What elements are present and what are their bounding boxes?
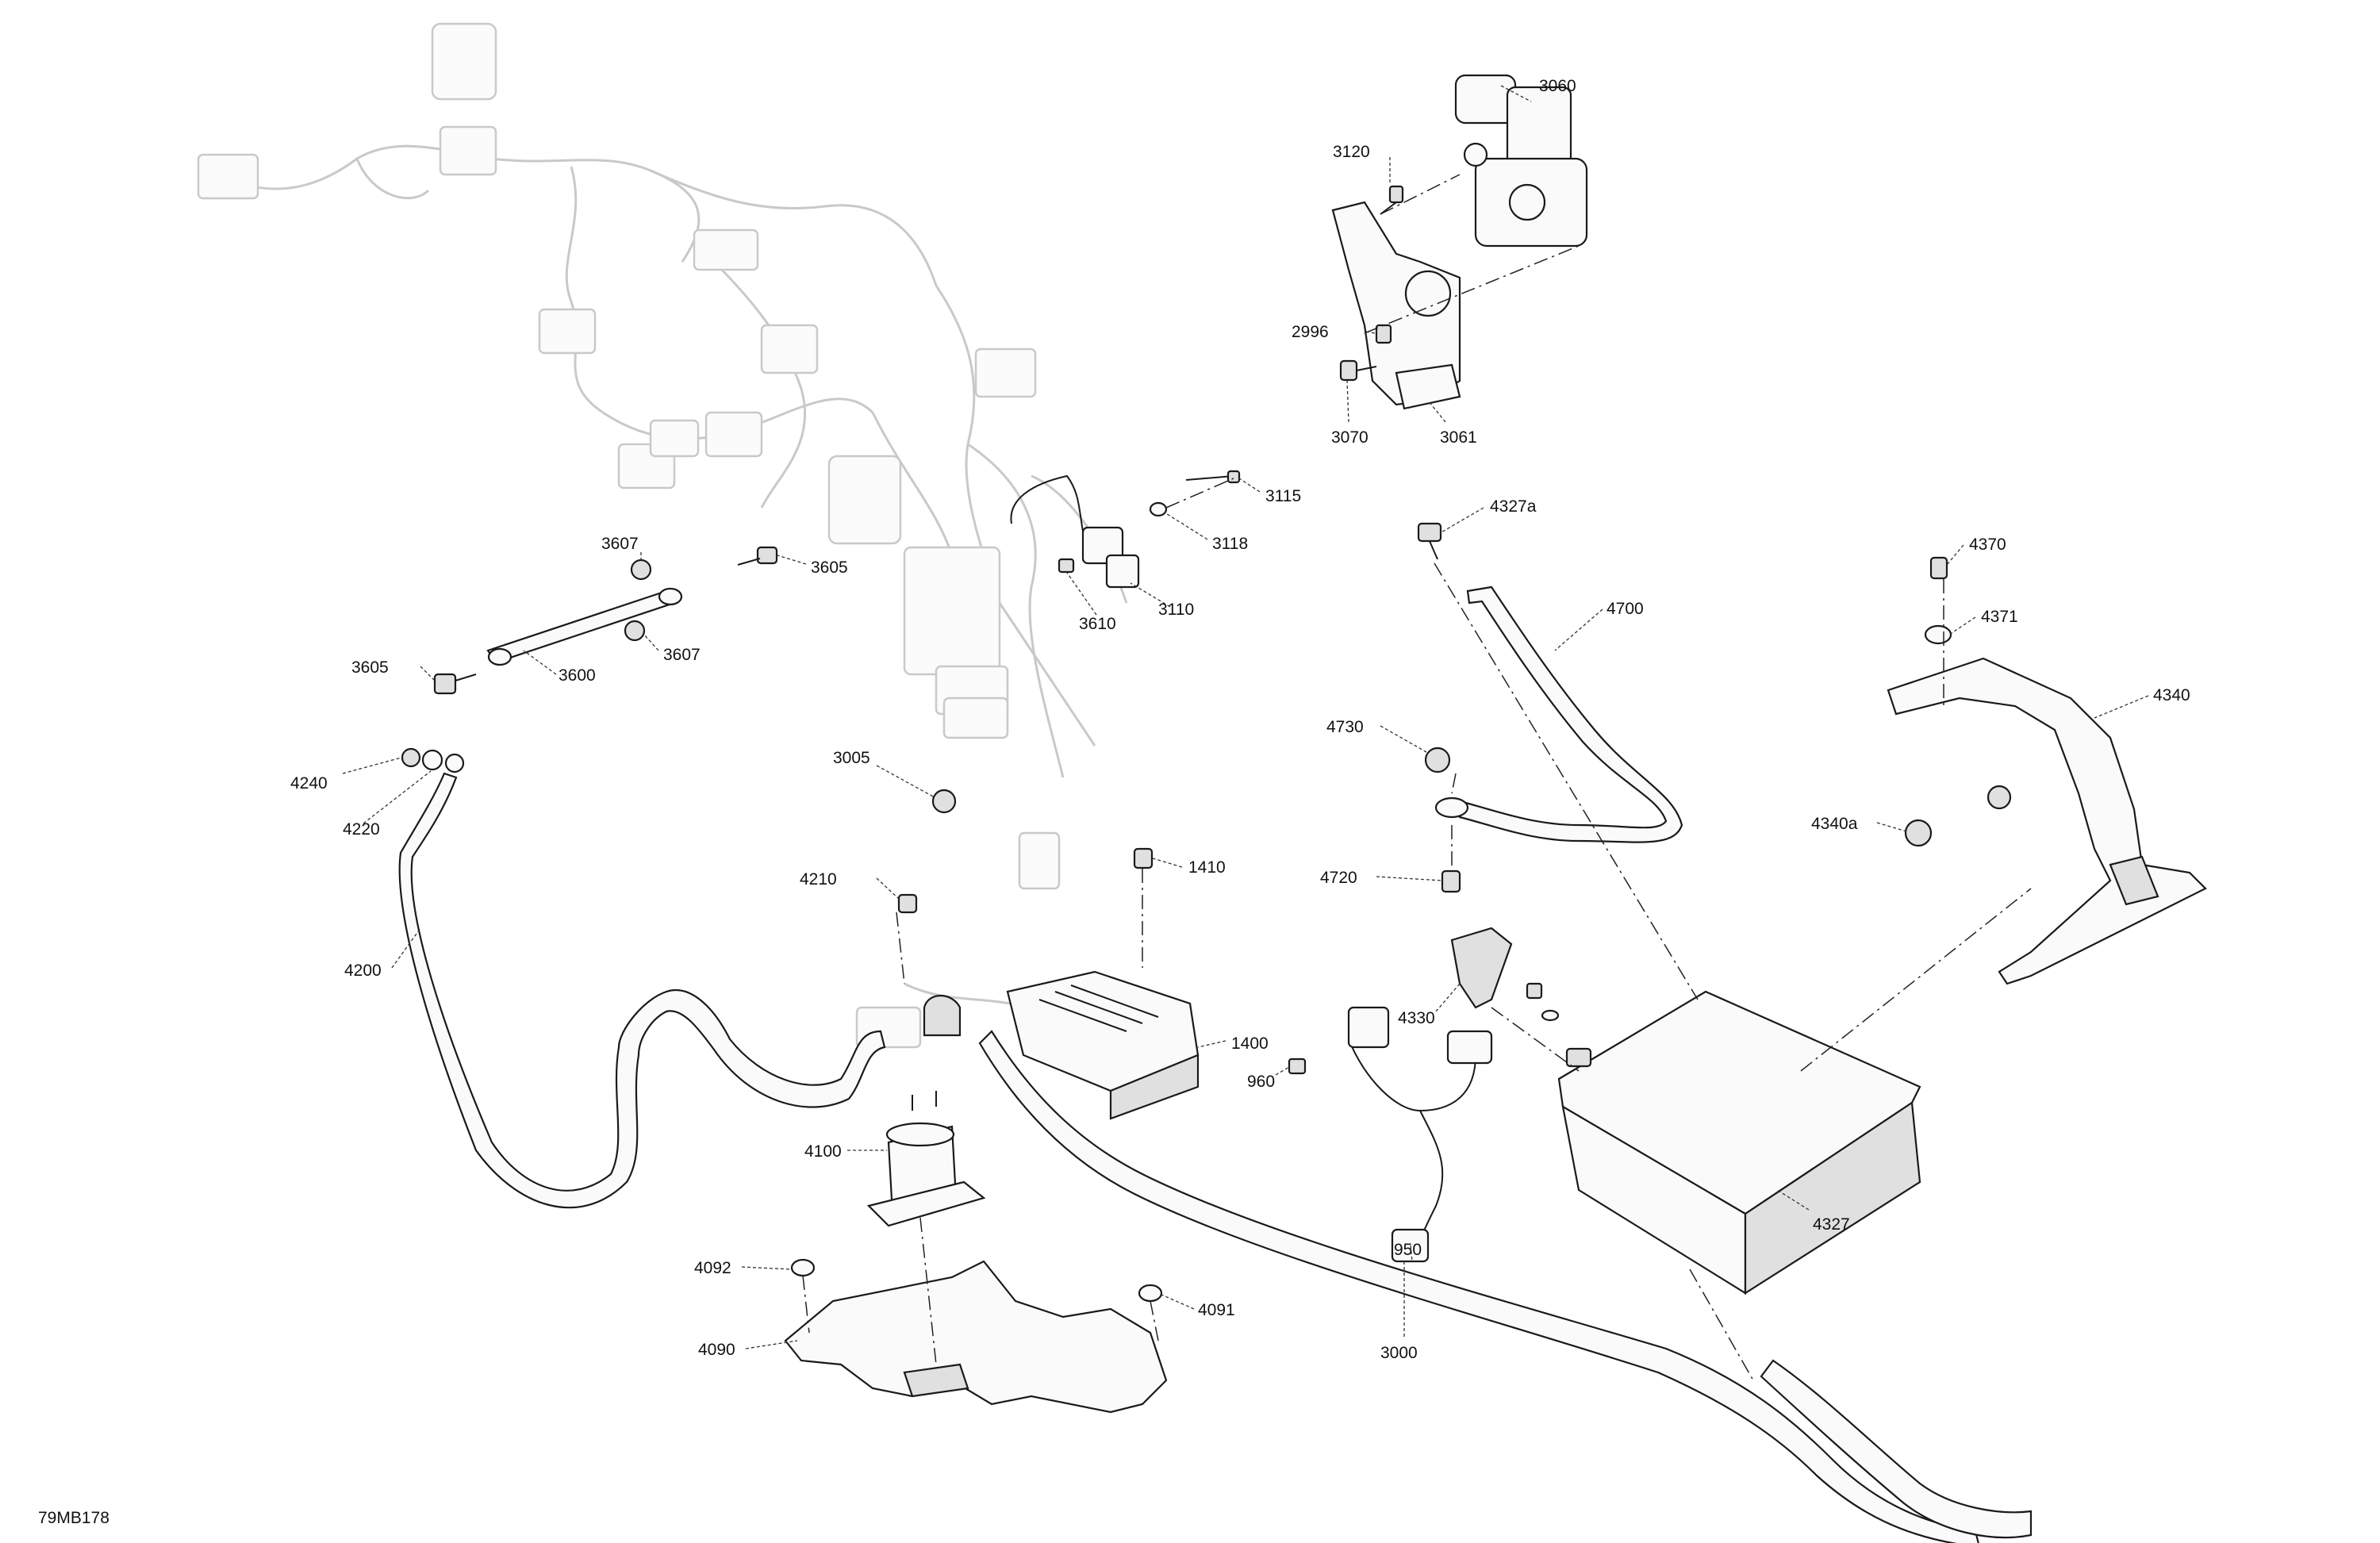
callout-4720: 4720 (1320, 869, 1357, 887)
callout-3600: 3600 (559, 666, 596, 685)
washer-4220 (421, 749, 465, 773)
battery-cable-4200 (398, 772, 886, 1209)
base-plate-4090 (784, 1260, 1168, 1414)
callout-4340: 4340 (2153, 686, 2190, 704)
bolt-3070 (1339, 359, 1377, 382)
callout-4091: 4091 (1198, 1301, 1235, 1319)
callout-4340a: 4340a (1811, 815, 1858, 833)
terminal-4240 (401, 747, 421, 768)
screw-3115 (1185, 470, 1241, 484)
callout-1400: 1400 (1231, 1034, 1269, 1053)
callout-4090: 4090 (698, 1341, 735, 1359)
washer-3118 (1149, 501, 1168, 517)
nut-4210 (897, 893, 918, 914)
nut-4340a (1904, 785, 2012, 847)
screw-960 (1288, 1057, 1307, 1075)
leader-lines (342, 85, 2149, 1349)
relay-4100 (866, 1091, 986, 1227)
callout-3610: 3610 (1079, 615, 1116, 633)
callout-3070: 3070 (1331, 428, 1368, 447)
callout-labels: 3060 3120 2996 3070 3061 3115 3118 3110 … (38, 77, 2190, 1527)
screw-3610 (1058, 558, 1075, 574)
callout-4730: 4730 (1326, 718, 1364, 736)
callout-2996: 2996 (1292, 323, 1329, 341)
callout-4370: 4370 (1969, 535, 2006, 554)
callout-4220: 4220 (343, 820, 380, 839)
callout-4240: 4240 (290, 774, 328, 793)
bolt-3605-upper (737, 546, 778, 566)
callout-3605-upper: 3605 (811, 558, 848, 577)
callout-3061: 3061 (1440, 428, 1477, 447)
callout-1410: 1410 (1188, 858, 1226, 877)
screw-3005 (931, 789, 957, 814)
callout-4200: 4200 (344, 961, 382, 980)
clip-4092 (790, 1258, 816, 1277)
nut-3607-lower (624, 620, 646, 642)
bolt-4370 (1929, 556, 1948, 580)
battery-4327 (1557, 990, 1921, 1295)
terminal-cover-4330 (1450, 927, 1513, 1009)
screw-1410 (1133, 847, 1154, 869)
nut-3607-upper (630, 558, 652, 581)
callout-3607-upper: 3607 (601, 535, 639, 553)
bolt-3605-lower (433, 673, 477, 695)
main-harness-3000 (978, 1030, 2033, 1543)
callout-950: 950 (1394, 1241, 1422, 1259)
callout-3120: 3120 (1333, 143, 1370, 161)
callout-3005: 3005 (833, 749, 870, 767)
callout-3060: 3060 (1539, 77, 1576, 95)
washer-4371 (1924, 624, 1952, 645)
callout-3115: 3115 (1265, 487, 1301, 505)
nut-4730 (1424, 747, 1451, 773)
diagram-code: 79MB178 (38, 1509, 109, 1527)
sensor-harness-950 (1347, 1006, 1493, 1263)
voltage-regulator-1400 (1006, 970, 1200, 1120)
battery-bracket-4340 (1887, 657, 2207, 985)
bolt-4720 (1441, 869, 1461, 893)
callout-3607-lower: 3607 (663, 646, 701, 664)
cover-boot (923, 995, 962, 1037)
bolt-3120 (1380, 185, 1404, 215)
callout-4092: 4092 (694, 1259, 731, 1277)
callout-960: 960 (1247, 1073, 1275, 1091)
actuator-motor-3060 (1454, 74, 1588, 248)
callout-4210: 4210 (800, 870, 837, 889)
ground-strap-3600 (486, 587, 683, 666)
callout-3000: 3000 (1380, 1344, 1418, 1362)
callout-3110: 3110 (1158, 601, 1194, 619)
callout-4327a: 4327a (1490, 497, 1537, 516)
callout-4330: 4330 (1398, 1009, 1435, 1027)
switch-3110 (1010, 474, 1140, 589)
assembly-axes (802, 174, 2032, 1381)
screw-2996 (1375, 324, 1392, 344)
screw-4327a (1417, 522, 1442, 560)
ground-cable-4700 (1434, 585, 1683, 843)
callout-4371: 4371 (1981, 608, 2018, 626)
callout-4100: 4100 (804, 1142, 842, 1161)
mounting-bracket-3061 (1331, 201, 1461, 410)
callout-3118: 3118 (1212, 535, 1248, 553)
callout-4700: 4700 (1606, 600, 1644, 618)
ghost-wiring-harness (197, 22, 1128, 1049)
callout-4327: 4327 (1813, 1215, 1850, 1234)
terminal-screw-4330 (1526, 982, 1560, 1022)
clip-4091 (1138, 1284, 1163, 1303)
callout-3605-lower: 3605 (351, 658, 389, 677)
